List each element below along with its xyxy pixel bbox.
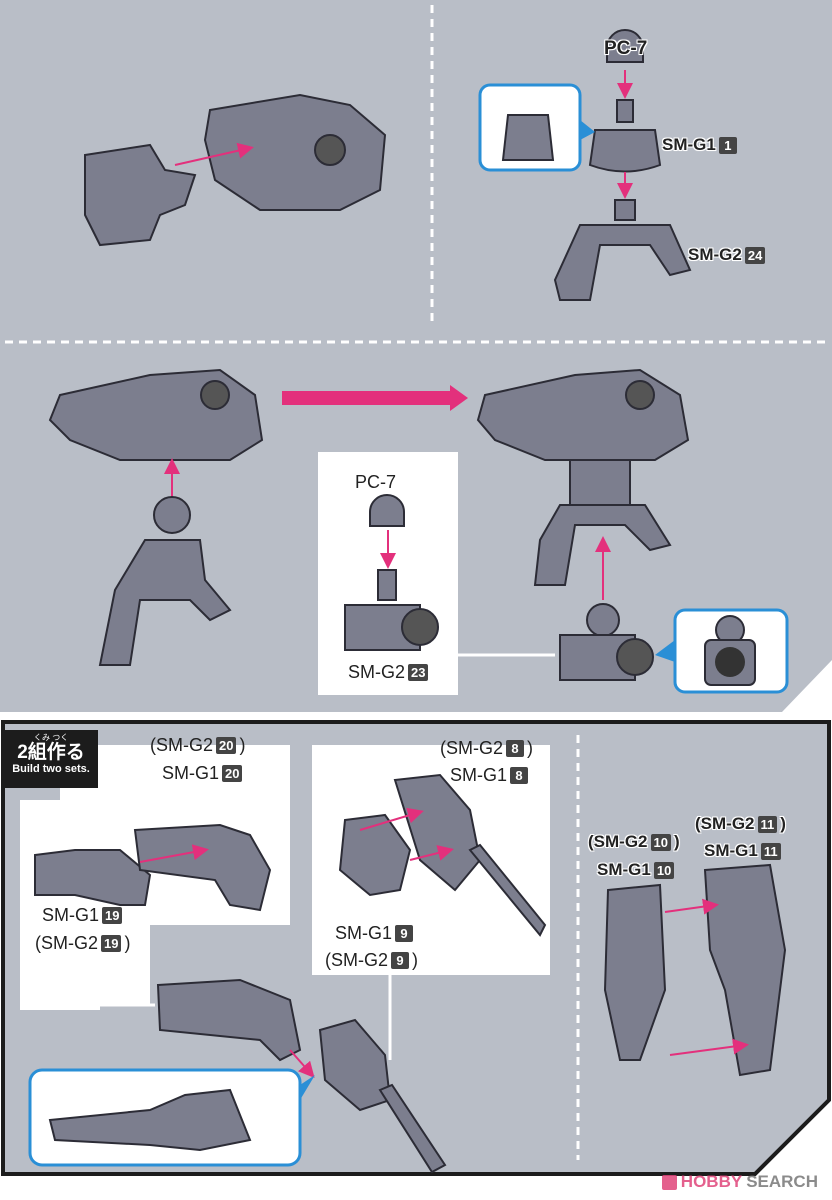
label-text: (SM-G2: [588, 832, 648, 851]
label-text: ): [780, 814, 786, 833]
part-number: 9: [395, 925, 414, 942]
part-number: 9: [391, 952, 409, 969]
part-detail: [48, 1088, 252, 1152]
arrow: [359, 807, 424, 831]
part-arm-assembled: [156, 978, 302, 1062]
label-text: PC-7: [355, 472, 397, 492]
part-number: 10: [650, 833, 671, 851]
hobby-search-logo-icon: [661, 1174, 677, 1190]
part-number: 23: [408, 664, 429, 681]
label-text: ): [124, 933, 131, 953]
part-torso-complete: [476, 368, 690, 586]
arrow: [139, 844, 209, 863]
label-text: (SM-G2: [35, 933, 98, 953]
label-text: SM-G1: [597, 860, 651, 879]
watermark-hobby: HOBBY: [680, 1172, 743, 1191]
label-text: SM-G2: [688, 245, 742, 264]
arrow: [664, 898, 719, 915]
title-en: Build two sets.: [12, 763, 90, 775]
part-sm-g2-23: [344, 569, 439, 651]
arrow: [409, 845, 454, 861]
label-text: SM-G1: [662, 135, 716, 154]
arrow: [174, 142, 254, 166]
part-pc7-ball: [369, 494, 405, 527]
label-text: (SM-G2: [440, 738, 503, 758]
label-text: PC-7: [604, 38, 648, 59]
part-number: 20: [216, 737, 237, 754]
label-text: (SM-G2: [695, 814, 755, 833]
label-text: SM-G2: [348, 662, 406, 682]
part-number: 19: [101, 935, 122, 952]
part-number: 11: [757, 815, 778, 833]
sub-step-box: [20, 745, 290, 1010]
arrow: [669, 1038, 749, 1056]
label-text: ): [239, 735, 246, 755]
part-number: 11: [760, 842, 781, 860]
arrow: [289, 1049, 315, 1079]
part-torso-top: [84, 93, 387, 247]
part-torso-assembled: [48, 368, 264, 461]
label-text: SM-G1: [42, 905, 100, 925]
title-ruby: くみ つく: [33, 733, 69, 742]
part-19: [34, 849, 152, 906]
part-number: 1: [718, 136, 737, 154]
part-10: [603, 883, 667, 1061]
part-leg-base: [98, 496, 232, 666]
part-20: [133, 823, 272, 912]
step-title: くみ つく 2組作る Build two sets.: [4, 730, 98, 788]
label-text: SM-G1: [335, 923, 393, 943]
part-hip-joint: [559, 603, 654, 681]
label-text: (SM-G2: [325, 950, 388, 970]
label-pc7: PC-7: [355, 472, 396, 493]
watermark-search: SEARCH: [746, 1172, 818, 1191]
label-text: ): [412, 950, 418, 970]
label-text: SM-G1: [450, 765, 508, 785]
part-number: 19: [102, 907, 123, 924]
part-sm-g1-1: [588, 99, 662, 173]
label-text: ): [527, 738, 533, 758]
label-text: ): [673, 832, 680, 851]
part-sm-g2-24: [553, 199, 692, 301]
part-number: 8: [510, 767, 529, 784]
part-number: 20: [222, 765, 243, 782]
part-9: [338, 813, 412, 897]
label-pc7: PC-7: [604, 38, 647, 60]
part-barrel: [468, 843, 547, 937]
part-pc7-ball: [606, 29, 644, 63]
part-barrel: [378, 1083, 447, 1174]
label-text: (SM-G2: [150, 735, 213, 755]
label-text: SM-G1: [704, 841, 758, 860]
title-jp: 2組作る: [17, 742, 85, 763]
part-number: 10: [653, 861, 675, 879]
label-text: SM-G1: [162, 763, 220, 783]
part-11: [703, 863, 787, 1077]
part-number: 8: [506, 740, 524, 757]
part-number: 24: [744, 246, 766, 264]
